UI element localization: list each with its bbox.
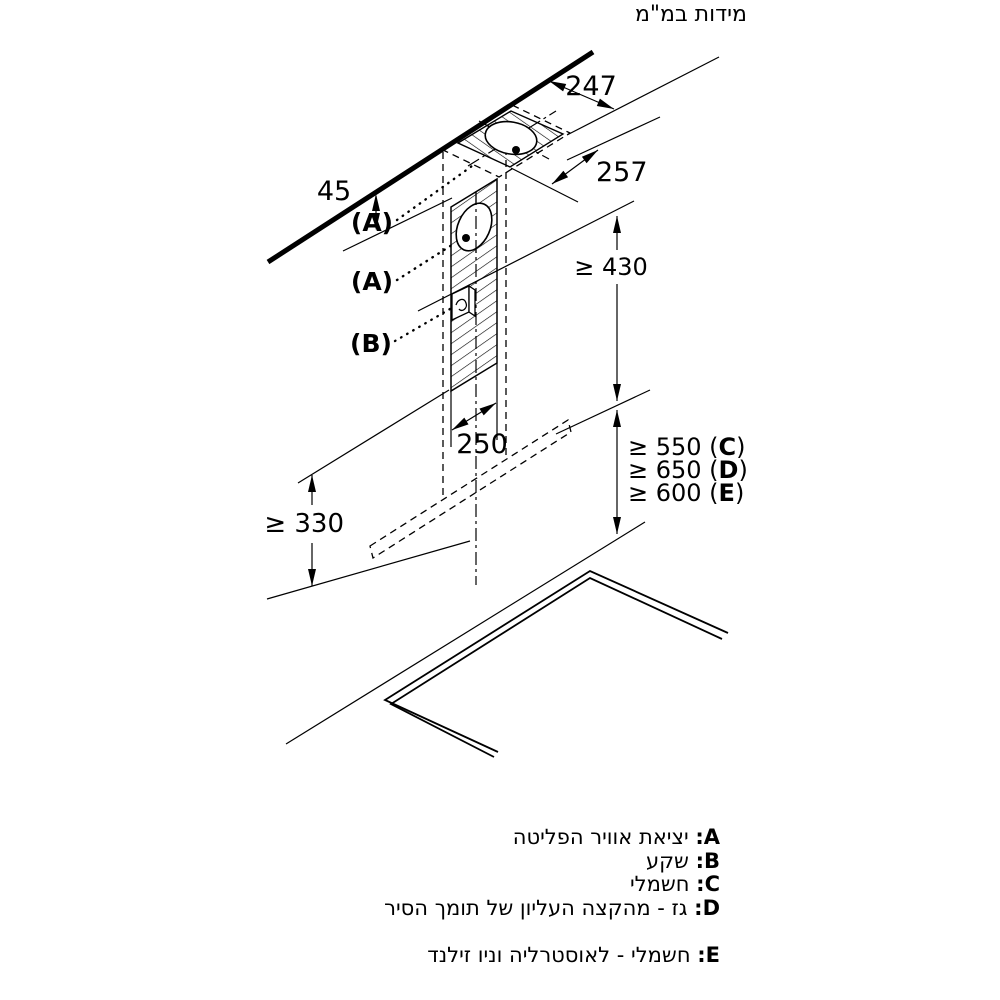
wall-outlet-dot [462, 234, 470, 242]
wall-duct-area [450, 177, 498, 393]
dim-430: ≥ 430 [574, 216, 648, 401]
ceiling-outlet-dot [512, 146, 520, 154]
legend-text-a: יציאת אוויר הפליטה [512, 825, 689, 849]
hob-outline [383, 569, 729, 758]
legend-row-e: E: חשמלי - לאוסטרליה וניו זילנד [384, 943, 720, 968]
svg-text:257: 257 [596, 157, 648, 188]
svg-text:247: 247 [565, 71, 617, 102]
label-b: (B) [350, 329, 392, 358]
socket-symbol [451, 284, 476, 322]
legend-text-b: שקע [645, 848, 689, 873]
dim-45: 45 [317, 176, 380, 230]
svg-text:≥ 600 (E): ≥ 600 (E) [628, 479, 744, 507]
leader-a1 [395, 164, 474, 222]
legend-letter-c: C: [696, 872, 720, 896]
hood-bottom-panel-dashed [369, 418, 572, 560]
ceiling-outlet-dashed-frame [439, 104, 572, 178]
leader-lines [393, 164, 474, 343]
label-a1: (A) [351, 208, 393, 237]
legend-letter-d: D: [694, 895, 720, 920]
dim-330: ≥ 330 [264, 475, 344, 586]
ceiling-outlet [456, 110, 565, 168]
dashed-projection-lines [369, 104, 572, 560]
legend-letter-a: A: [695, 825, 720, 849]
dim-257: 257 [549, 146, 648, 188]
leader-a2 [395, 241, 457, 282]
legend-letter-e: E: [697, 943, 720, 967]
page-title: מידות במ"מ [634, 2, 747, 27]
svg-text:≥ 330: ≥ 330 [264, 509, 344, 539]
dim-250: 250 [449, 399, 508, 460]
dim-550-650-600: ≥ 550 (C) ≥ 650 (D) ≥ 600 (E) [613, 410, 748, 534]
svg-text:250: 250 [456, 429, 508, 460]
leader-b [393, 307, 452, 343]
ceiling-outlet-hole [484, 120, 538, 156]
svg-text:≥ 430: ≥ 430 [574, 253, 648, 281]
svg-text:45: 45 [317, 176, 351, 207]
dim-247: 247 [547, 71, 617, 113]
legend: A: יציאת אוויר הפליטה B: שקע C: חשמלי D:… [384, 825, 720, 968]
svg-text:≥ 650 (D): ≥ 650 (D) [628, 456, 748, 484]
legend-letter-b: B: [695, 848, 720, 873]
counter-back-line [285, 521, 646, 745]
legend-text-c: חשמלי [629, 872, 690, 896]
legend-row-c: C: חשמלי [384, 872, 720, 897]
construction-lines [266, 56, 720, 745]
label-a2: (A) [351, 267, 393, 296]
legend-text-e: חשמלי - לאוסטרליה וניו זילנד [427, 943, 691, 967]
legend-row-d: D: גז - מהקצה העליון של תומך הסיר [384, 895, 720, 921]
legend-row-a: A: יציאת אוויר הפליטה [384, 825, 720, 850]
ceiling-line [266, 49, 595, 265]
svg-text:≥ 550 (C): ≥ 550 (C) [628, 433, 746, 461]
legend-row-b: B: שקע [384, 848, 720, 874]
legend-text-d: גז - מהקצה העליון של תומך הסיר [384, 895, 688, 920]
